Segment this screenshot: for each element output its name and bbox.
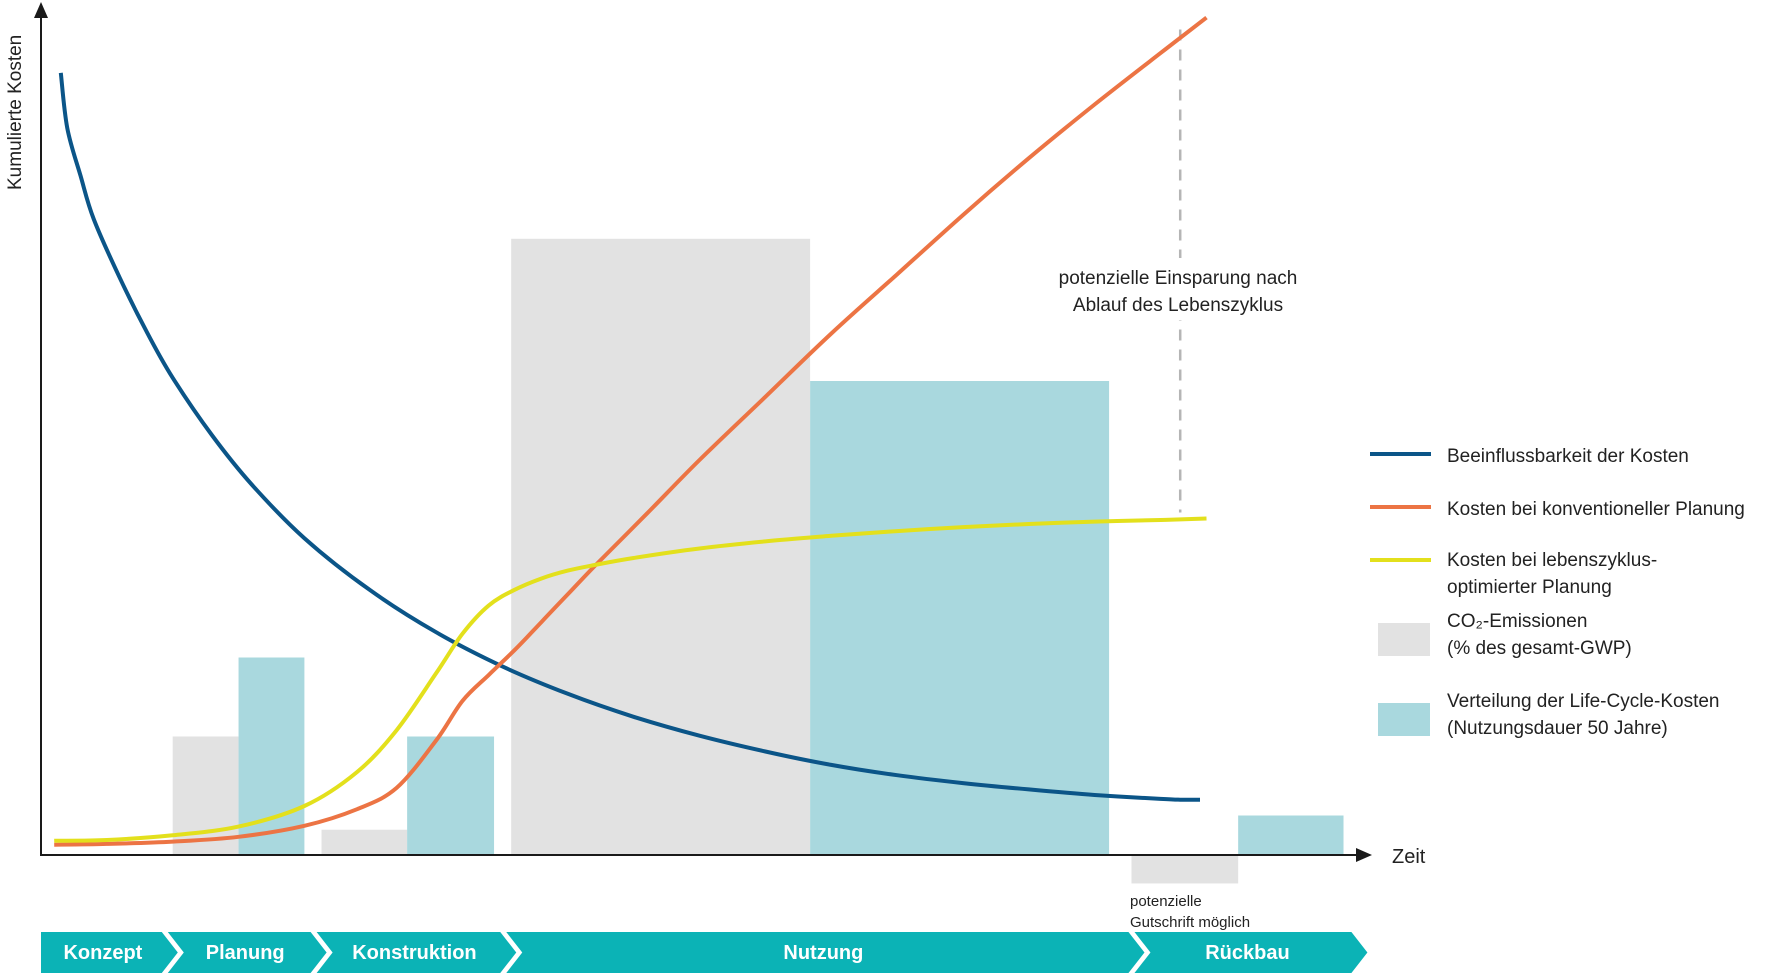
legend-item-1: Beeinflussbarkeit der Kosten xyxy=(1370,446,1689,467)
phase-bar: Konzept Planung Konstruktion Nutzung Rückbau xyxy=(41,932,1368,973)
phase-label-nutzung: Nutzung xyxy=(783,942,863,964)
y-axis-label: Kumulierte Kosten xyxy=(5,35,26,190)
phase-label-planung: Planung xyxy=(206,942,285,964)
legend-item-2: Kosten bei konventioneller Planung xyxy=(1370,499,1745,520)
x-axis-label: Zeit xyxy=(1392,846,1426,868)
x-axis-arrow-icon xyxy=(1356,848,1372,862)
legend-label: (Nutzungsdauer 50 Jahre) xyxy=(1447,718,1668,739)
legend-label: Verteilung der Life-Cycle-Kosten xyxy=(1447,691,1719,712)
legend-item-3: Kosten bei lebenszyklus-optimierter Plan… xyxy=(1370,550,1657,598)
legend-swatch-box xyxy=(1378,703,1430,736)
savings-annotation-bg xyxy=(1036,258,1320,320)
phase-konzept-chevron xyxy=(41,932,178,973)
phase-nutzung-chevron xyxy=(506,932,1145,973)
phase-r-ckbau-chevron xyxy=(1134,932,1368,973)
optimized-cost-line xyxy=(54,516,1207,843)
lcc-bar-4 xyxy=(1238,815,1344,855)
legend-label: Beeinflussbarkeit der Kosten xyxy=(1447,446,1689,467)
lcc-bar-2 xyxy=(407,736,495,855)
co2-bar-3 xyxy=(511,238,811,856)
legend-swatch-box xyxy=(1378,623,1430,656)
credit-annotation-line1: potenzielle xyxy=(1130,893,1202,910)
legend-item-5: Verteilung der Life-Cycle-Kosten (Nutzung… xyxy=(1378,691,1719,739)
savings-layer xyxy=(1036,29,1320,513)
influence-line xyxy=(58,72,1201,802)
lcc-bar-3 xyxy=(810,381,1110,855)
co2-bar-4 xyxy=(1131,855,1239,884)
legend-label: optimierter Planung xyxy=(1447,577,1612,598)
bars-layer xyxy=(172,238,1344,884)
phase-konstruktion-chevron xyxy=(316,932,517,973)
lines-layer xyxy=(54,16,1208,847)
axes-layer: Zeit Kumulierte Kosten xyxy=(5,2,1426,868)
y-axis-arrow-icon xyxy=(34,2,48,18)
legend-label: CO₂-Emissionen xyxy=(1447,611,1587,632)
phase-label-r-ckbau: Rückbau xyxy=(1205,942,1289,964)
savings-annotation-line1: potenzielle Einsparung nach xyxy=(1059,268,1298,289)
legend-label: Kosten bei konventioneller Planung xyxy=(1447,499,1745,520)
phase-label-konzept: Konzept xyxy=(63,942,142,964)
savings-annotation-line2: Ablauf des Lebenszyklus xyxy=(1073,295,1283,316)
credit-annotation-line2: Gutschrift möglich xyxy=(1130,914,1250,931)
legend-label: Kosten bei lebenszyklus- xyxy=(1447,550,1657,571)
co2-bar-2 xyxy=(321,829,408,855)
conventional-cost-line xyxy=(54,16,1208,847)
annotation-layer: potenzielle Einsparung nach Ablauf des L… xyxy=(1059,268,1298,931)
phase-planung-chevron xyxy=(167,932,327,973)
phase-label-konstruktion: Konstruktion xyxy=(352,942,476,964)
legend-label: (% des gesamt-GWP) xyxy=(1447,638,1632,659)
legend-item-4: CO₂-Emissionen (% des gesamt-GWP) xyxy=(1378,611,1632,659)
